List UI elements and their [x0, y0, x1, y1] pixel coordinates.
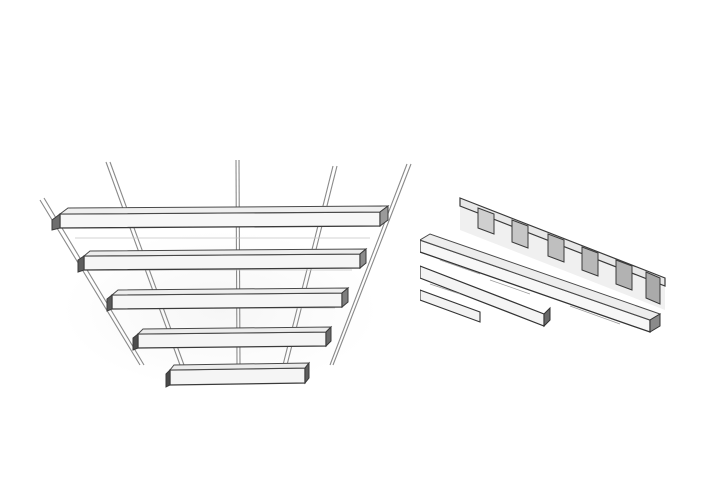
beam-1	[51, 205, 390, 231]
joist-blocks	[477, 207, 661, 305]
beam-5	[165, 361, 311, 388]
pencil-hatching	[429, 259, 621, 325]
main-diagonal-beam	[420, 233, 662, 333]
beam-2	[77, 247, 368, 273]
rafter-line	[329, 163, 408, 366]
diagonal-beam-sketch	[420, 197, 666, 333]
cross-beam-2	[420, 289, 481, 323]
beam-4	[132, 325, 333, 351]
stepped-beam-sketch	[39, 159, 412, 388]
rafter-line	[332, 163, 412, 366]
beam-3	[106, 286, 350, 312]
cross-beam-1	[420, 265, 551, 328]
